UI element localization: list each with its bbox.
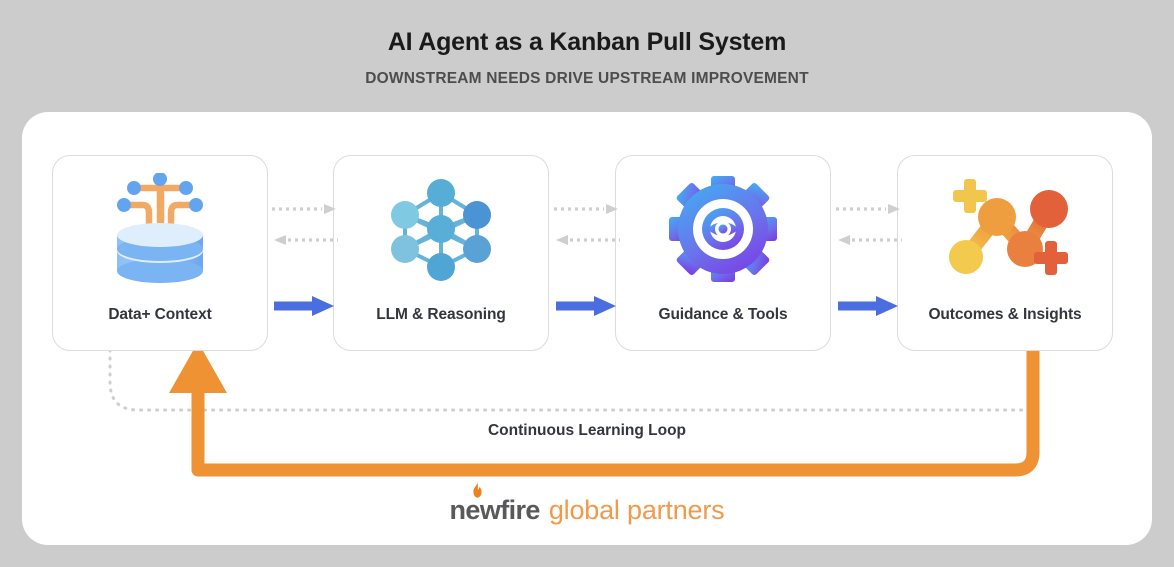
push-arrow-blue bbox=[556, 296, 616, 316]
insights-chart-icon bbox=[898, 174, 1112, 284]
pull-arrow-right-dotted bbox=[836, 204, 900, 214]
connector-group-3 bbox=[836, 155, 902, 351]
neural-network-icon bbox=[334, 174, 548, 284]
push-arrow-blue bbox=[838, 296, 898, 316]
pull-arrow-left-dotted bbox=[838, 235, 902, 245]
pull-arrow-right-dotted bbox=[554, 204, 618, 214]
stage-card-data-context[interactable]: Data+ Context bbox=[52, 155, 268, 351]
logo-tagline: global partners bbox=[548, 495, 725, 525]
page-subtitle: DOWNSTREAM NEEDS DRIVE UPSTREAM IMPROVEM… bbox=[365, 70, 809, 87]
stage-card-outcomes-insights[interactable]: Outcomes & Insights bbox=[897, 155, 1113, 351]
page-title: AI Agent as a Kanban Pull System bbox=[387, 28, 787, 56]
connector-group-2 bbox=[554, 155, 620, 351]
pull-arrow-left-dotted bbox=[556, 235, 620, 245]
db-node-dot bbox=[179, 181, 193, 195]
stage-label: LLM & Reasoning bbox=[376, 306, 506, 323]
database-icon bbox=[53, 173, 267, 284]
pull-arrow-left-dotted bbox=[274, 235, 338, 245]
logo-name: newfire bbox=[449, 495, 541, 525]
gear-eye-icon bbox=[616, 174, 830, 284]
header: AI Agent as a Kanban Pull System DOWNSTR… bbox=[0, 0, 1174, 88]
db-node-dot bbox=[127, 181, 141, 195]
db-node-dot bbox=[117, 198, 131, 212]
loop-label: Continuous Learning Loop bbox=[487, 422, 687, 439]
stage-label: Outcomes & Insights bbox=[928, 306, 1082, 323]
db-node-dot bbox=[153, 173, 167, 186]
stage-card-guidance-tools[interactable]: Guidance & Tools bbox=[615, 155, 831, 351]
stage-label: Data+ Context bbox=[108, 306, 212, 323]
flame-icon bbox=[472, 483, 482, 498]
brand-logo: newfire global partners bbox=[22, 483, 1152, 525]
dotted-return-path bbox=[108, 348, 1036, 412]
orange-loop-path bbox=[191, 350, 1040, 477]
push-arrow-blue bbox=[274, 296, 334, 316]
diagram-panel: Data+ Context bbox=[22, 112, 1152, 545]
logo-wordmark: newfire bbox=[449, 483, 541, 525]
connector-group-1 bbox=[272, 155, 338, 351]
stage-card-llm-reasoning[interactable]: LLM & Reasoning bbox=[333, 155, 549, 351]
pull-arrow-right-dotted bbox=[272, 204, 336, 214]
db-node-dot bbox=[189, 198, 203, 212]
stage-label: Guidance & Tools bbox=[658, 306, 788, 323]
